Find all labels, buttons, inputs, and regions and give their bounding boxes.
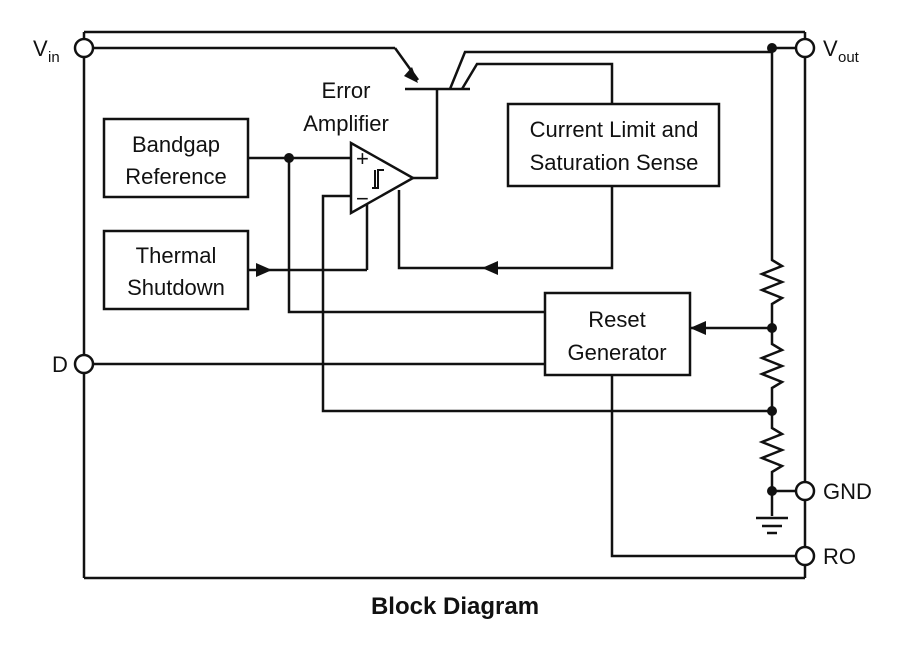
svg-text:Bandgap: Bandgap (132, 132, 220, 157)
svg-text:D: D (52, 352, 68, 377)
ro-wire (610, 375, 805, 558)
gnd-pin: GND (794, 479, 872, 504)
d-pin: D (52, 352, 95, 377)
vin-pin: V in (33, 36, 95, 66)
resistor-divider (758, 258, 805, 516)
current-limit-wire (397, 186, 614, 275)
divider-to-reset (690, 321, 772, 335)
svg-text:Shutdown: Shutdown (127, 275, 225, 300)
ground-symbol (756, 516, 788, 535)
svg-text:Reference: Reference (125, 164, 227, 189)
svg-text:RO: RO (823, 544, 856, 569)
svg-text:Saturation Sense: Saturation Sense (530, 150, 699, 175)
svg-text:Thermal: Thermal (136, 243, 217, 268)
vout-pin: V out (794, 36, 860, 66)
svg-text:GND: GND (823, 479, 872, 504)
reset-generator-block: Reset Generator (543, 291, 692, 377)
opamp-minus: − (356, 186, 369, 211)
error-amplifier-label-2: Amplifier (303, 111, 389, 136)
opamp-plus: + (356, 146, 369, 171)
thermal-wire (248, 200, 369, 277)
svg-text:V: V (33, 36, 48, 61)
svg-text:V: V (823, 36, 838, 61)
current-limit-block: Current Limit and Saturation Sense (506, 102, 721, 188)
vin-wire (84, 46, 420, 83)
diagram-title: Block Diagram (371, 593, 539, 620)
ro-pin: RO (794, 544, 856, 569)
svg-text:Reset: Reset (588, 307, 645, 332)
hysteresis-symbol (372, 169, 384, 189)
svg-text:out: out (838, 49, 860, 66)
error-amplifier: + − (349, 140, 437, 216)
feedback-wire (321, 194, 772, 413)
bandgap-reference-block: Bandgap Reference (102, 117, 250, 199)
thermal-shutdown-block: Thermal Shutdown (102, 229, 250, 311)
pass-transistor (405, 50, 772, 179)
svg-text:Generator: Generator (567, 340, 666, 365)
svg-text:Current Limit and: Current Limit and (530, 117, 699, 142)
error-amplifier-label-1: Error (322, 78, 371, 103)
emitter-arrow (404, 67, 418, 83)
vout-rail (767, 43, 805, 258)
reference-wire (248, 153, 545, 314)
svg-text:in: in (48, 49, 60, 66)
